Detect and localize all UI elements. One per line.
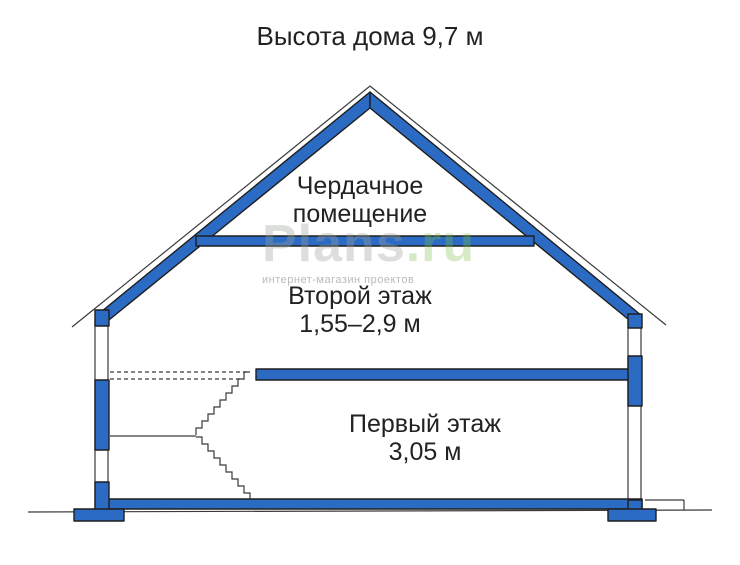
roof-outline [71,85,667,328]
left-wall-base-block [94,481,110,511]
stair-lower-flight [196,436,262,501]
attic-label-line1: Чердачное [296,172,424,200]
stair-upper-flight [195,371,250,435]
ground-floor-slab [95,498,643,510]
left-foundation [73,508,125,522]
first-floor-label: Первый этаж 3,05 м [300,410,550,466]
watermark-domain: .ru [405,215,476,273]
left-wall-middle-block [94,379,110,451]
attic-floor-beam [195,235,535,247]
ground-line [27,509,713,513]
watermark-logo: Plans.ru [262,214,475,274]
house-height-title: Высота дома 9,7 м [256,21,484,51]
first-floor-height: 3,05 м [388,438,462,466]
second-floor-slab [255,368,631,381]
right-wall-top-block [627,313,643,329]
right-foundation [607,508,657,522]
watermark-brand: Plans [262,215,406,273]
second-floor-label: Второй этаж 1,55–2,9 м [230,282,490,338]
right-wall-middle-block [627,355,643,407]
first-floor-name: Первый этаж [349,410,501,438]
attic-label: Чердачное помещение [230,172,490,228]
structure-layer [73,91,657,522]
attic-label-line2: помещение [292,200,428,228]
second-floor-height: 1,55–2,9 м [299,310,421,338]
left-wall-top-block [94,309,110,327]
second-floor-name: Второй этаж [288,282,432,310]
watermark-tagline: интернет-магазин проектов [262,274,415,286]
